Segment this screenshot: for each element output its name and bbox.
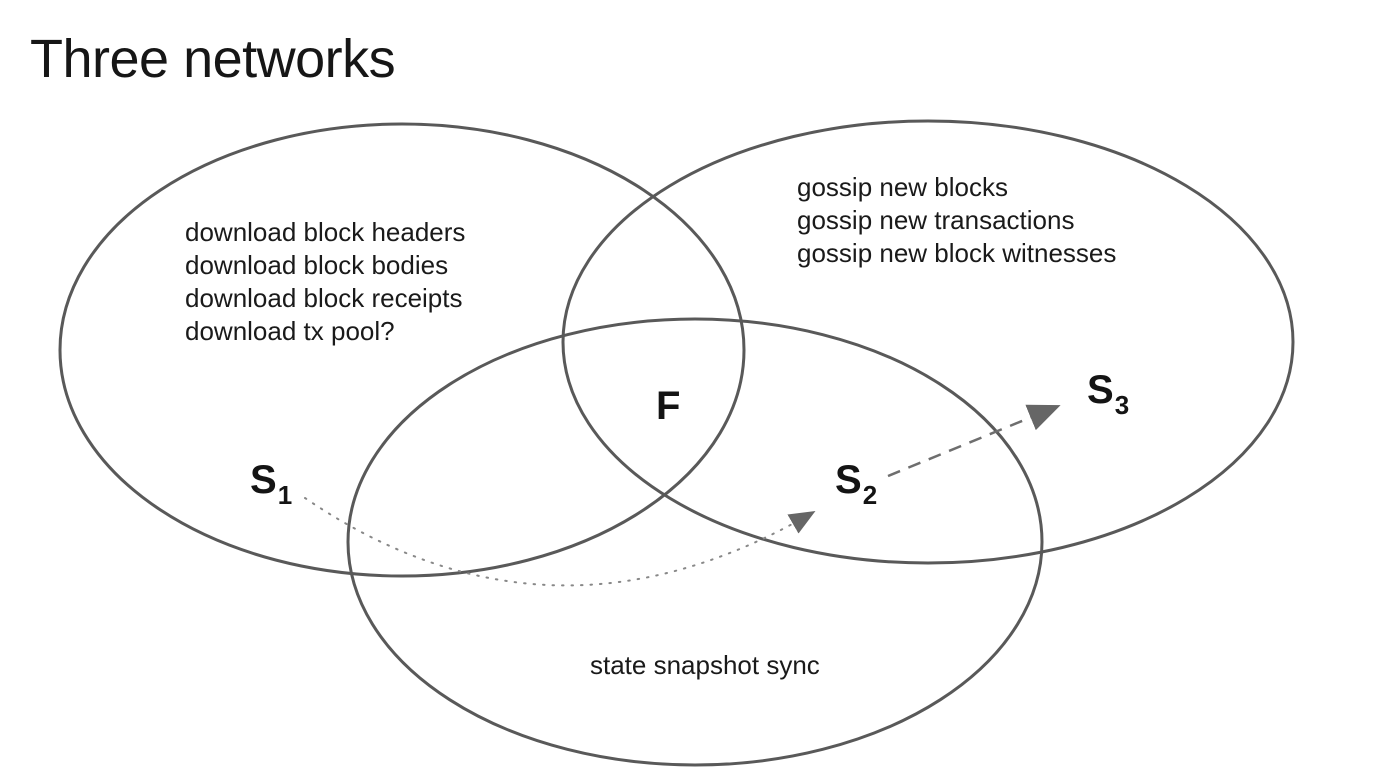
node-label-s3: S3 (1087, 368, 1130, 420)
node-label-s2: S2 (835, 458, 878, 510)
list-item: download block headers (185, 217, 466, 247)
gossip-text-list: gossip new blocks gossip new transaction… (797, 171, 1116, 270)
list-item: gossip new blocks (797, 172, 1008, 202)
ellipse-gossip-network (561, 119, 1295, 565)
list-item: gossip new block witnesses (797, 238, 1117, 268)
list-item: gossip new transactions (797, 205, 1075, 235)
edge-s1-to-s2-dotted-arrow (304, 497, 816, 587)
state-snapshot-caption: state snapshot sync (590, 650, 820, 680)
list-item: download block bodies (185, 250, 449, 280)
ellipse-state-snapshot-network (346, 317, 1044, 767)
page-title: Three networks (30, 29, 396, 89)
node-label-s1: S1 (250, 458, 293, 510)
ellipse-block-download-network (58, 122, 746, 578)
block-download-text-list: download block headers download block bo… (185, 216, 465, 348)
list-item: download tx pool? (185, 316, 395, 346)
list-item: download block receipts (185, 283, 463, 313)
node-label-f: F (656, 384, 681, 428)
edge-s2-to-s3-dashed-arrow (887, 404, 1061, 478)
